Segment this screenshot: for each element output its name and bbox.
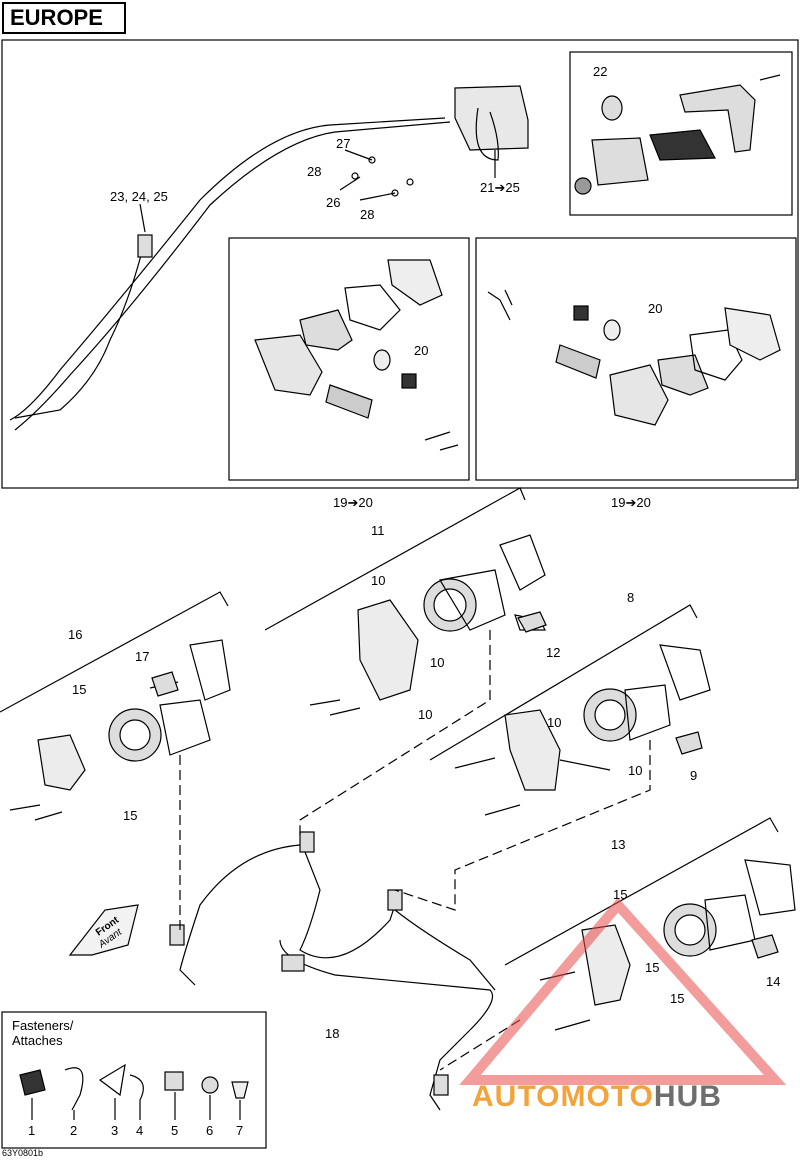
bulb-22 [601, 95, 623, 121]
callout-9: 9 [690, 768, 698, 783]
callout-15d: 15 [645, 960, 660, 975]
fastener-7-label: 7 [236, 1123, 244, 1138]
callout-13: 13 [611, 837, 626, 852]
callout-10b: 10 [430, 655, 445, 670]
left-signal-box [228, 237, 470, 481]
watermark-part2: MOTO [560, 1080, 654, 1113]
callout-10a: 10 [371, 573, 386, 588]
fastener-3-icon [98, 1063, 126, 1097]
right-signal-box [475, 237, 797, 481]
callout-19-20a: 19➔20 [333, 495, 373, 510]
left-signal-gasket [344, 284, 401, 331]
fastener-1-icon [19, 1069, 46, 1096]
front-harness-2 [299, 851, 401, 959]
bracket-16 [37, 734, 86, 791]
callout-10e: 10 [628, 763, 643, 778]
callout-10c: 10 [418, 707, 433, 722]
bracket-11 [357, 599, 419, 701]
grommet [574, 177, 592, 195]
housing-part [591, 137, 649, 186]
callout-27: 27 [336, 136, 351, 151]
fastener-5-label: 5 [171, 1123, 179, 1138]
drawing-code: 63Y0801b [2, 1148, 44, 1158]
bulb-20a [373, 349, 391, 371]
bulb-20b [603, 319, 621, 341]
callout-18: 18 [325, 1026, 340, 1041]
assy-11-bracket [264, 487, 526, 631]
fastener-2-label: 2 [70, 1123, 78, 1138]
tail-light-inset [569, 51, 793, 216]
bulb-12 [517, 611, 547, 633]
callout-17: 17 [135, 649, 150, 664]
right-signal-lens [609, 364, 669, 426]
fasteners-title: Fasteners/ Attaches [12, 1018, 74, 1048]
callout-16: 16 [68, 627, 83, 642]
callout-10d: 10 [547, 715, 562, 730]
connector-23 [137, 234, 153, 258]
tail-harness-1 [9, 117, 446, 421]
bulb-9 [675, 731, 703, 755]
fastener-6-label: 6 [206, 1123, 214, 1138]
fastener-1-label: 1 [28, 1123, 36, 1138]
callout-23-25: 23, 24, 25 [110, 189, 168, 204]
assy-16-bracket [0, 591, 229, 713]
callout-15c: 15 [613, 887, 628, 902]
callout-21-25: 21➔25 [480, 180, 520, 195]
bracket-8 [504, 709, 561, 791]
assy-13-bracket [504, 817, 779, 966]
bulb-14 [751, 934, 779, 959]
fastener-6-icon [201, 1076, 219, 1094]
callout-11: 11 [371, 523, 385, 538]
page-title: EUROPE [2, 2, 126, 34]
watermark-part3: HUB [653, 1080, 722, 1113]
watermark-text: AUTOMOTOHUB [472, 1080, 722, 1114]
front-harness-1 [179, 844, 301, 986]
assy-8-bracket [429, 604, 698, 761]
callout-28b: 28 [360, 207, 375, 222]
top-frame [1, 39, 799, 489]
callout-20a: 20 [414, 343, 429, 358]
bulb-17 [151, 671, 179, 697]
callout-15b: 15 [123, 808, 138, 823]
lens-part [679, 84, 756, 153]
fastener-4-label: 4 [136, 1123, 144, 1138]
callout-20b: 20 [648, 301, 663, 316]
watermark-part1: AUTO [472, 1080, 561, 1113]
callout-14: 14 [766, 974, 781, 989]
callout-22: 22 [593, 64, 608, 79]
fastener-2-icon [64, 1067, 84, 1111]
callout-12: 12 [546, 645, 561, 660]
callout-19-20b: 19➔20 [611, 495, 651, 510]
gasket-part [649, 129, 716, 161]
front-arrow-icon [68, 904, 139, 956]
watermark-triangle [459, 897, 787, 1085]
fastener-4-icon [129, 1074, 144, 1101]
fastener-3-label: 3 [111, 1123, 119, 1138]
callout-15e: 15 [670, 991, 685, 1006]
right-signal-gasket [689, 329, 743, 381]
callout-28a: 28 [307, 164, 322, 179]
callout-8: 8 [627, 590, 635, 605]
fastener-7-icon [231, 1081, 249, 1099]
callout-15a: 15 [72, 682, 87, 697]
front-harness-3 [279, 939, 494, 1111]
fasteners-box [1, 1011, 267, 1149]
fastener-5-icon [164, 1071, 184, 1091]
left-signal-lens [254, 334, 323, 396]
tail-harness-2 [14, 121, 451, 431]
callout-26: 26 [326, 195, 341, 210]
bracket-13 [581, 924, 631, 1006]
